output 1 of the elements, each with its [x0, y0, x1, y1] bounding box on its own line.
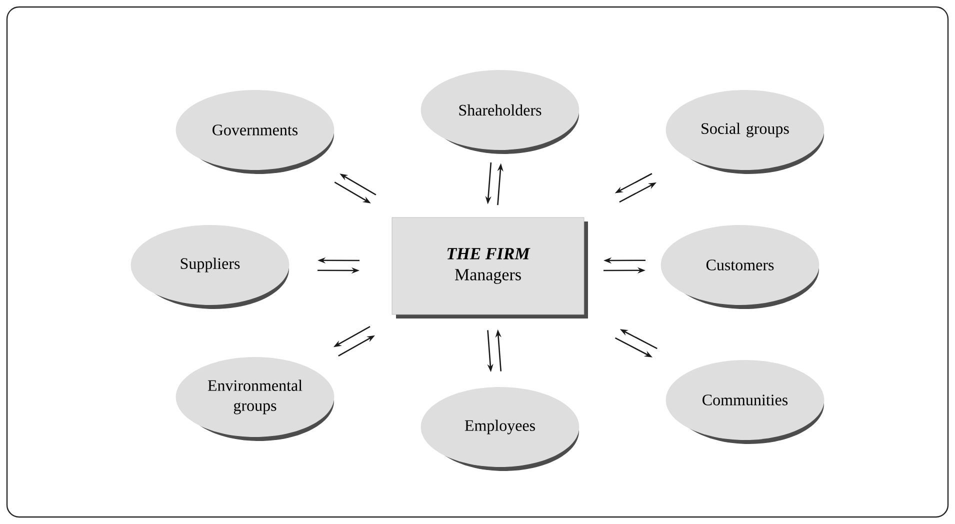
- firm-box: THE FIRM Managers: [392, 217, 588, 318]
